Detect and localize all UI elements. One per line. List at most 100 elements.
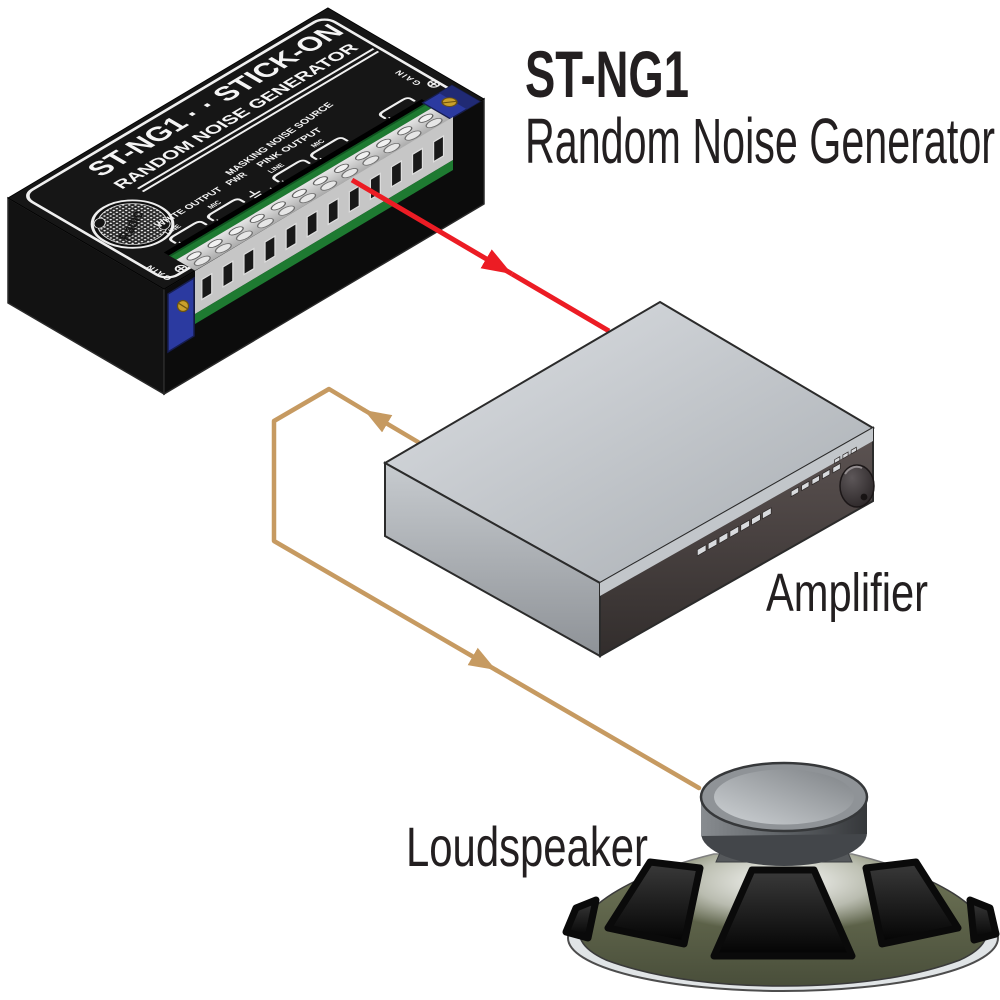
terminal-wire-port — [327, 197, 339, 226]
terminal-screw-top — [186, 251, 202, 261]
amp-button — [696, 544, 707, 557]
terminal-screw-top — [312, 176, 329, 186]
amp-button — [729, 525, 739, 538]
amp-button — [811, 474, 820, 486]
amp-button — [801, 480, 810, 492]
rdl-logo: Radio — [90, 199, 175, 249]
speaker-window — [604, 858, 704, 948]
terminal-screw-top — [249, 213, 265, 223]
pcb-strip-edge — [169, 102, 429, 257]
title-product: Random Noise Generator — [525, 105, 995, 177]
terminal-screw-top — [418, 113, 434, 123]
terminal-screw-lip — [404, 130, 422, 141]
trimmer-shade — [439, 85, 480, 110]
speaker-window — [710, 866, 856, 960]
terminal-screw-lip — [341, 168, 359, 179]
amp-button — [834, 456, 841, 464]
logo-tab — [158, 219, 171, 230]
terminal-group-bracket — [272, 159, 311, 183]
terminal-screw-top — [376, 138, 392, 148]
terminal-block-fronts — [195, 117, 453, 314]
amp-knob-icon — [839, 464, 875, 508]
mic-label: MIC — [207, 200, 224, 210]
speaker-wire — [271, 386, 702, 791]
terminal-screw-lip — [214, 243, 232, 254]
amp-knob-highlight — [844, 465, 863, 475]
red-arrow-segment — [350, 177, 514, 277]
terminal-group-bracket — [169, 220, 208, 244]
terminal-screw-lip — [383, 143, 401, 154]
amp-button — [842, 451, 849, 460]
terminal-wire-port — [433, 134, 445, 163]
amp-knob-marker — [860, 493, 868, 501]
screw-slot — [442, 100, 457, 104]
speaker-wire-segment — [361, 407, 421, 445]
speaker-wire-segment — [493, 667, 702, 791]
speaker-wire-segment — [271, 386, 499, 673]
speaker-window — [562, 896, 600, 942]
noise-generator-device: ST-NG1 · · STICK-ON RANDOM NOISE GENERAT… — [7, 7, 485, 396]
amp-button — [762, 507, 772, 520]
amp-button — [832, 462, 841, 474]
terminal-screw-top — [354, 151, 371, 161]
terminal-screw-lip — [256, 218, 275, 229]
terminal-screw-top — [207, 238, 223, 248]
terminal-group-bracket — [378, 97, 416, 119]
terminal-screw-lip — [235, 230, 253, 241]
pcb-strip-top — [169, 102, 435, 260]
speaker-window — [862, 858, 962, 948]
amp-buttons — [696, 446, 857, 557]
amplifier-label: Amplifier — [766, 563, 928, 623]
terminal-screw-lip — [362, 155, 380, 166]
terminal-wire-port — [390, 159, 402, 188]
line-label: LINE — [267, 163, 287, 175]
faceplate-rule — [136, 48, 375, 190]
terminal-screw-top — [228, 226, 244, 236]
amp-button — [718, 531, 729, 545]
logo-tab — [93, 217, 106, 229]
terminal-screw-lip — [278, 205, 296, 216]
amp-button — [850, 446, 857, 455]
speaker-windows — [562, 858, 1000, 960]
amp-button — [707, 537, 718, 551]
amp-button — [740, 519, 750, 532]
terminal-screws — [186, 113, 443, 266]
loudspeaker-label: Loudspeaker — [406, 815, 648, 878]
loudspeaker-device — [562, 761, 1000, 992]
logo-mesh — [97, 203, 168, 245]
amp-button — [751, 513, 761, 526]
terminal-screw-top — [397, 126, 413, 136]
terminal-screw-top — [333, 163, 350, 173]
terminal-wire-port — [222, 260, 234, 289]
terminal-screw-lip — [193, 255, 211, 266]
faceplate-rule — [141, 50, 380, 193]
amplifier-device — [382, 300, 875, 658]
terminal-wire-port — [243, 247, 255, 276]
terminal-block-tops — [176, 106, 454, 271]
terminal-wire-port — [411, 147, 424, 176]
terminal-group-bracket — [310, 137, 349, 160]
amp-panel-highlight — [600, 428, 873, 596]
terminal-wire-port — [348, 184, 360, 213]
terminal-screw-lip — [425, 117, 443, 129]
terminal-screw-lip — [299, 193, 317, 204]
terminal-recess-shadow — [163, 99, 428, 256]
terminal-screw-lip — [320, 180, 338, 191]
title-model: ST-NG1 — [525, 37, 689, 111]
terminal-screw-top — [270, 201, 286, 211]
magnet-top-surface — [714, 769, 854, 825]
terminal-group-bracket — [206, 198, 246, 222]
terminal-wire-port — [201, 272, 213, 301]
red-arrow-segment — [510, 271, 611, 334]
terminal-group-brackets — [169, 97, 416, 244]
trimmer-block-right — [421, 84, 481, 120]
terminal-wire-port — [306, 209, 318, 238]
gain-trim-screw-icon — [427, 80, 441, 88]
trimmer-body — [167, 276, 195, 354]
screw-slot — [178, 302, 188, 310]
mic-label: MIC — [310, 139, 327, 149]
terminal-wire-port — [264, 235, 276, 264]
gain-trim-screw-icon — [174, 264, 188, 273]
